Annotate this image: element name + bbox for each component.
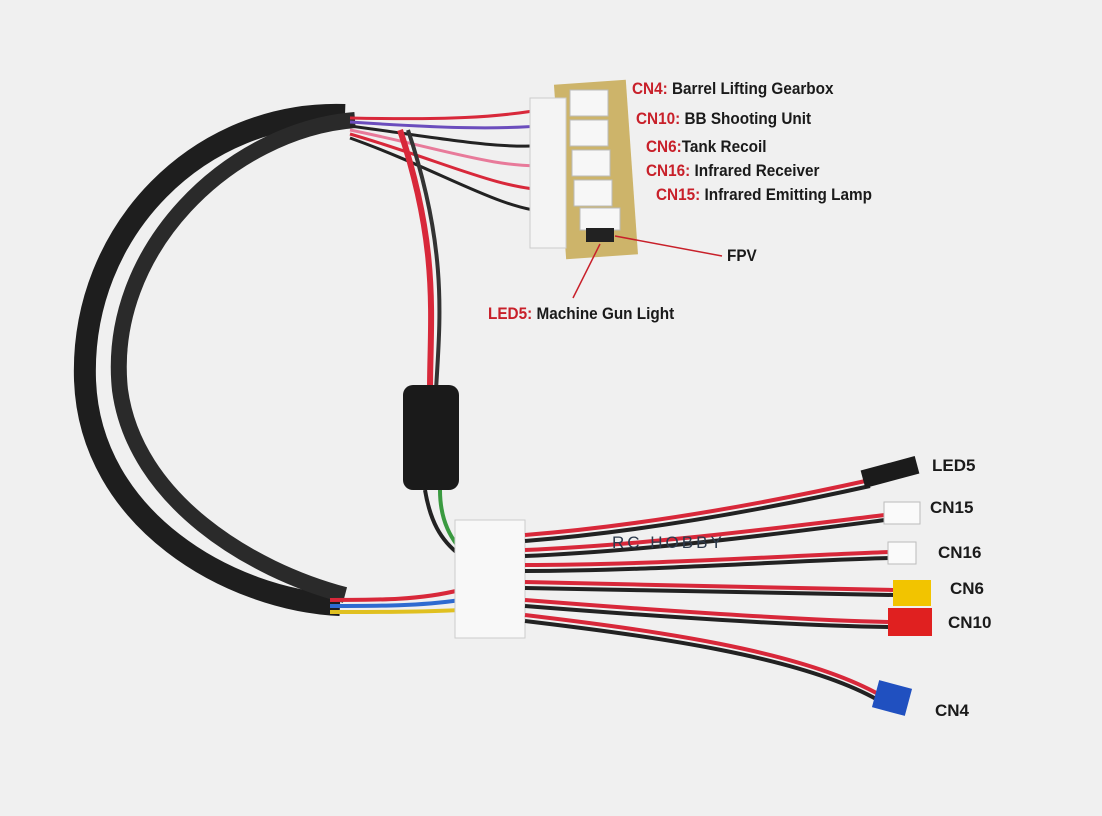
label-code: LED5: xyxy=(488,304,533,323)
label-code: CN6: xyxy=(646,137,682,156)
black-loom-cable xyxy=(73,103,346,616)
label-fpv: FPV xyxy=(727,246,757,265)
led5-leader xyxy=(572,243,601,299)
label-cn10: CN10: BB Shooting Unit xyxy=(636,109,811,129)
connector-label-led5: LED5 xyxy=(932,456,976,475)
label-desc: Infrared Receiver xyxy=(694,161,820,180)
label-cn15: CN15: Infrared Emitting Lamp xyxy=(656,185,872,205)
main-connector xyxy=(454,519,526,639)
upper-wire-bundle xyxy=(349,106,551,391)
cn6-connector xyxy=(893,580,931,606)
label-desc: Tank Recoil xyxy=(681,137,767,156)
label-cn4: CN4: Barrel Lifting Gearbox xyxy=(632,79,834,99)
cn10-connector xyxy=(888,608,932,636)
pcb-input-connector xyxy=(529,97,567,249)
pcb-connectors xyxy=(569,89,621,231)
label-cn16: CN16: Infrared Receiver xyxy=(646,161,819,181)
led5-connector xyxy=(860,456,920,488)
black-loom-cable-2 xyxy=(110,112,356,603)
branch-wires xyxy=(524,478,894,702)
label-desc: Barrel Lifting Gearbox xyxy=(671,79,834,98)
connector-label-cn10: CN10 xyxy=(948,613,992,632)
label-cn6: CN6:Tank Recoil xyxy=(646,137,766,157)
cn15-connector xyxy=(883,501,921,525)
label-desc: Infrared Emitting Lamp xyxy=(704,185,872,204)
label-code: CN15: xyxy=(656,185,701,204)
label-code: CN16: xyxy=(646,161,691,180)
connector-label-cn4: CN4 xyxy=(935,701,970,720)
label-led5: LED5: Machine Gun Light xyxy=(488,304,674,324)
label-code: CN4: xyxy=(632,79,668,98)
fpv-leader xyxy=(614,235,723,257)
pcb-pin-headers xyxy=(586,228,614,242)
label-desc: BB Shooting Unit xyxy=(684,109,812,128)
connector-label-cn16: CN16 xyxy=(938,543,982,562)
ferrite-choke xyxy=(403,385,459,490)
cn4-connector xyxy=(871,680,913,716)
label-desc: Machine Gun Light xyxy=(536,304,675,323)
label-code: CN10: xyxy=(636,109,681,128)
watermark: RC HOBBY xyxy=(612,533,725,552)
cn16-connector xyxy=(887,541,917,565)
connector-label-cn15: CN15 xyxy=(930,498,974,517)
connector-label-cn6: CN6 xyxy=(950,579,985,598)
